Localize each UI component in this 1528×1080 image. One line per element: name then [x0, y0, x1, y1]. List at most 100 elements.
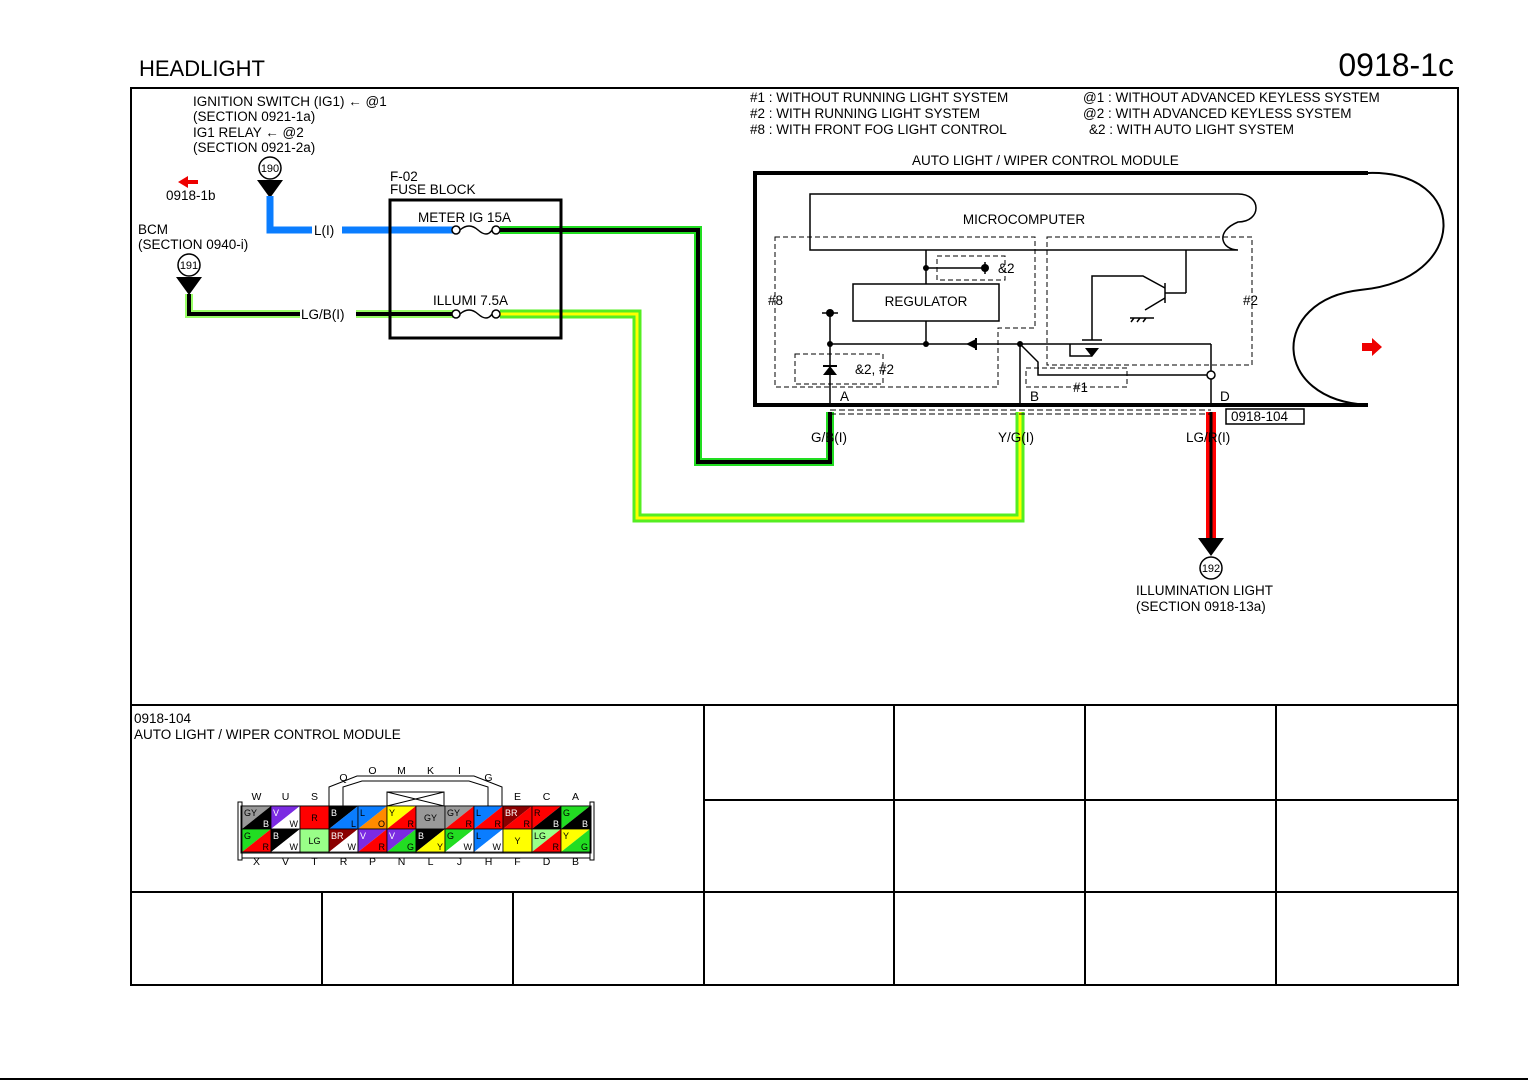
- pin-label-S: S: [311, 791, 318, 803]
- fuse-illumi: ILLUMI 7.5A: [433, 293, 508, 308]
- note-8: #8 : WITH FRONT FOG LIGHT CONTROL: [750, 122, 1007, 137]
- cavity-S: R: [299, 805, 330, 830]
- svg-text:W: W: [290, 842, 299, 852]
- pin-label-L: L: [428, 856, 434, 868]
- pin-label-G: G: [484, 772, 492, 784]
- pin-label-N: N: [398, 856, 406, 868]
- cavity-N: VG: [386, 828, 417, 853]
- cavity-M: YR: [386, 805, 417, 830]
- bcm-section-link[interactable]: (SECTION 0940-i): [138, 237, 248, 252]
- svg-text:R: R: [263, 842, 270, 852]
- fuse-block-name: FUSE BLOCK: [390, 182, 476, 197]
- diagram-frame: [130, 87, 1459, 986]
- svg-text:B: B: [418, 831, 424, 841]
- svg-text:B: B: [331, 808, 337, 818]
- svg-text:W: W: [290, 819, 299, 829]
- ignition-switch-label: IGNITION SWITCH (IG1) ← @1: [193, 94, 387, 109]
- connector-191-label: 191: [180, 260, 198, 272]
- arrow-left-icon[interactable]: [178, 176, 198, 188]
- svg-text:BR: BR: [505, 808, 518, 818]
- svg-text:R: R: [495, 819, 502, 829]
- cavity-G: LR: [473, 805, 504, 830]
- note-2: #2 : WITH RUNNING LIGHT SYSTEM: [750, 106, 980, 121]
- fuse-icon: [451, 225, 501, 319]
- cavity-W: GYB: [241, 805, 272, 830]
- pin-label-P: P: [369, 856, 376, 868]
- regulator-label: REGULATOR: [885, 294, 968, 309]
- pin-label-I: I: [458, 765, 461, 777]
- wire-yg: [500, 309, 1025, 523]
- svg-text:G: G: [244, 831, 251, 841]
- connector-face-id: 0918-104: [134, 711, 192, 726]
- relay-section-link[interactable]: (SECTION 0921-2a): [193, 140, 315, 155]
- cavity-K: GY: [415, 805, 446, 830]
- microcomputer-label: MICROCOMPUTER: [963, 212, 1085, 227]
- svg-text:V: V: [360, 831, 366, 841]
- pin-label-T: T: [311, 856, 318, 868]
- svg-text:BR: BR: [331, 831, 344, 841]
- pin-label-V: V: [282, 856, 289, 868]
- option-boundaries: [774, 236, 1253, 388]
- label-amp2-2: &2, #2: [855, 362, 894, 377]
- pin-label-U: U: [282, 791, 290, 803]
- svg-text:R: R: [553, 842, 560, 852]
- svg-text:W: W: [493, 842, 502, 852]
- illumination-section-link[interactable]: (SECTION 0918-13a): [1136, 599, 1266, 614]
- pin-label-A: A: [572, 791, 579, 803]
- svg-text:G: G: [563, 808, 570, 818]
- module-title: AUTO LIGHT / WIPER CONTROL MODULE: [912, 153, 1179, 168]
- svg-text:Y: Y: [514, 836, 520, 846]
- connector-190-label: 190: [261, 163, 279, 175]
- pin-label-F: F: [514, 856, 520, 868]
- wire-gb: [500, 226, 834, 466]
- ref-left-link[interactable]: 0918-1b: [166, 188, 216, 203]
- connector-191-icon: [177, 253, 201, 277]
- page-number: 0918-1c: [1338, 47, 1454, 83]
- connector-face-name: AUTO LIGHT / WIPER CONTROL MODULE: [134, 727, 401, 742]
- note-at1: @1 : WITHOUT ADVANCED KEYLESS SYSTEM: [1083, 90, 1380, 105]
- pin-a: A: [840, 389, 849, 404]
- label-2: #2: [1243, 293, 1258, 308]
- microcomputer-box: [809, 193, 1257, 251]
- wire-label-lgr: LG/R(I): [1186, 430, 1230, 445]
- pin-label-J: J: [457, 856, 462, 868]
- pin-label-O: O: [368, 765, 376, 777]
- svg-text:R: R: [408, 819, 415, 829]
- fuse-block: [388, 198, 563, 340]
- cavity-L: BY: [415, 828, 446, 853]
- pin-label-D: D: [543, 856, 551, 868]
- pin-label-Q: Q: [339, 772, 347, 784]
- svg-text:R: R: [466, 819, 473, 829]
- svg-text:G: G: [447, 831, 454, 841]
- wire-lgb: [185, 294, 453, 318]
- connector-192-icon: [1199, 556, 1223, 580]
- arrow-right-icon[interactable]: [1362, 338, 1382, 356]
- connector-ref-link[interactable]: 0918-104: [1231, 409, 1289, 424]
- illumination-light-label: ILLUMINATION LIGHT: [1136, 583, 1273, 598]
- ig1-relay-label: IG1 RELAY ← @2: [193, 125, 304, 140]
- fuse-meter-ig: METER IG 15A: [418, 210, 511, 225]
- svg-text:W: W: [464, 842, 473, 852]
- svg-text:LG: LG: [308, 836, 320, 846]
- wire-l: [266, 196, 453, 234]
- module-box: [753, 171, 1368, 407]
- cavity-I: GYR: [444, 805, 475, 830]
- pin-b: B: [1030, 389, 1039, 404]
- ignition-section-link[interactable]: (SECTION 0921-1a): [193, 109, 315, 124]
- svg-text:B: B: [582, 819, 588, 829]
- page-title: HEADLIGHT: [139, 56, 265, 81]
- cavity-F: Y: [502, 828, 533, 853]
- cavity-Q: BL: [328, 805, 359, 830]
- pin-label-M: M: [397, 765, 406, 777]
- cavity-H: LW: [473, 828, 504, 853]
- cavity-X: GR: [241, 828, 272, 853]
- pin-label-K: K: [427, 765, 434, 777]
- note-amp2: &2 : WITH AUTO LIGHT SYSTEM: [1089, 122, 1294, 137]
- cavity-V: BW: [270, 828, 301, 853]
- svg-text:G: G: [581, 842, 588, 852]
- cavity-J: GW: [444, 828, 475, 853]
- label-amp2: &2: [998, 261, 1015, 276]
- cavity-E: BRR: [502, 805, 533, 830]
- svg-text:G: G: [407, 842, 414, 852]
